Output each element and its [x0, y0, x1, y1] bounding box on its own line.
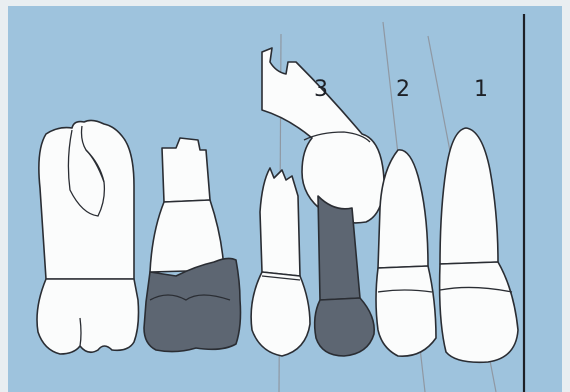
label-3: 3 — [314, 77, 328, 102]
label-2: 2 — [396, 77, 410, 102]
molar — [37, 120, 139, 354]
label-1: 1 — [474, 77, 488, 102]
